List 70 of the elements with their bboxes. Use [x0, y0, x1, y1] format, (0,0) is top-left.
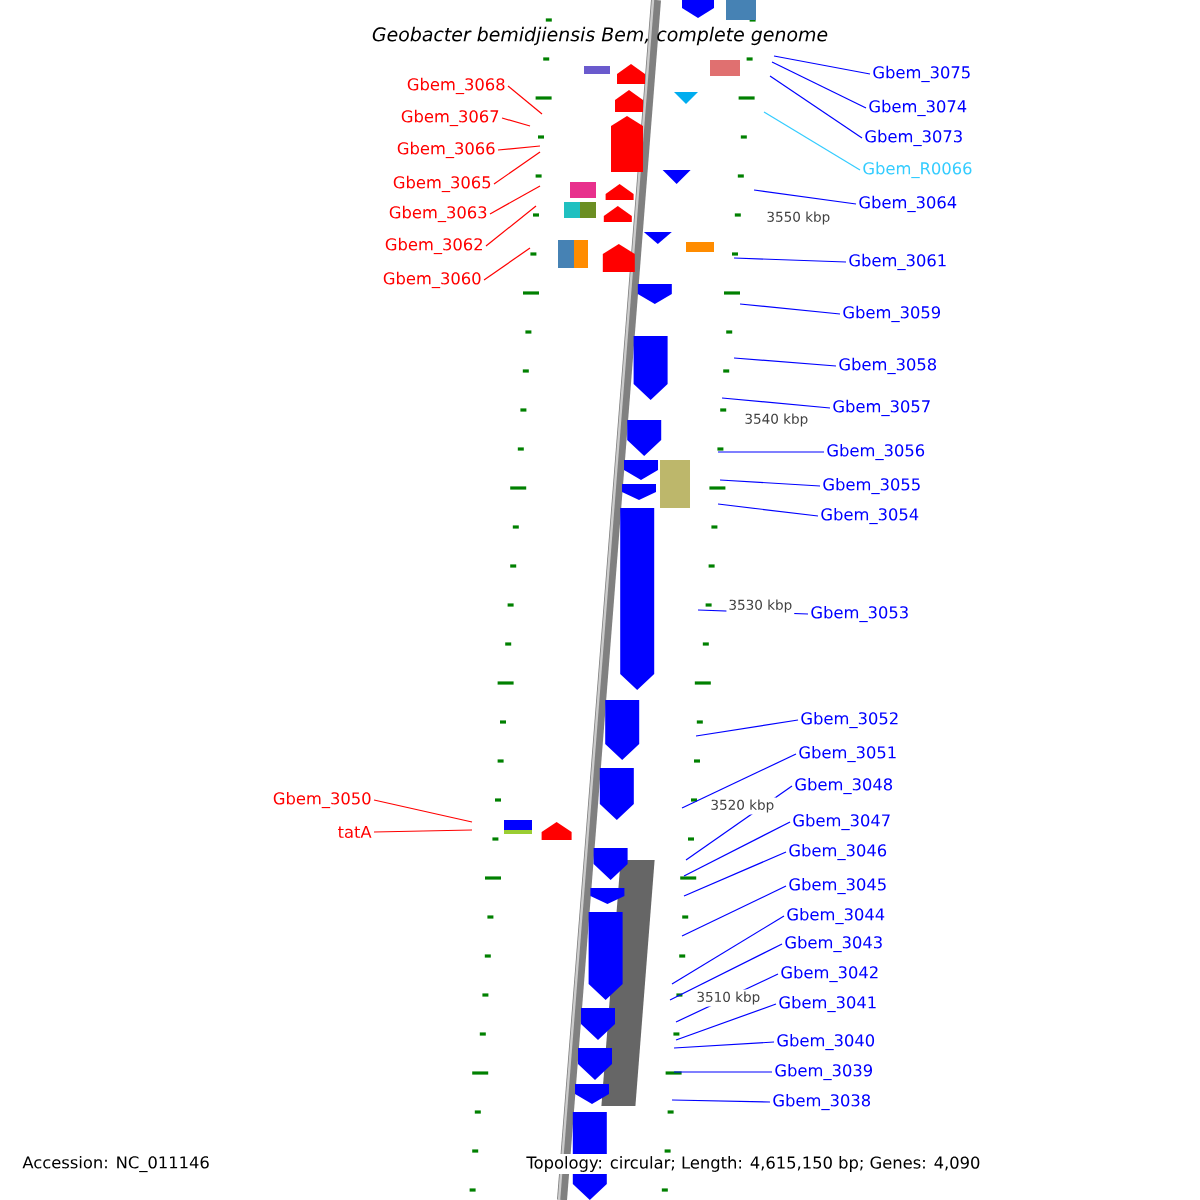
leader-line — [483, 247, 531, 281]
gene-label: Gbem_R0066 — [863, 161, 972, 179]
gene-label: Gbem_3048 — [795, 777, 893, 795]
info-text: Accession: NC_011146 — [20, 1153, 212, 1175]
gene-label: Gbem_3066 — [397, 141, 495, 159]
leader-line — [673, 1071, 773, 1073]
gene-label: Gbem_3061 — [849, 253, 946, 271]
gene-label: Gbem_3038 — [773, 1093, 871, 1111]
leader-line — [717, 503, 819, 517]
gene-label: Gbem_3075 — [873, 65, 970, 83]
leader-line — [373, 829, 473, 833]
leader-line — [675, 1003, 777, 1041]
gene-label: Gbem_3063 — [389, 205, 487, 223]
leader-line — [753, 189, 857, 205]
leader-line — [497, 145, 541, 151]
gene-label: Gbem_3047 — [793, 813, 890, 831]
gene-label: Gbem_3064 — [859, 195, 957, 213]
leader-line — [489, 185, 541, 215]
gene-label: Gbem_3050 — [273, 791, 371, 809]
leader-line — [739, 303, 841, 315]
gene-label: Gbem_3055 — [823, 477, 920, 495]
leader-line — [771, 61, 867, 109]
gene-label: Gbem_3073 — [865, 129, 962, 147]
gene-label: Gbem_3043 — [785, 935, 882, 953]
leader-line — [683, 851, 787, 897]
info-text: Topology: circular; Length: 4,615,150 bp; Genes: 4,090 — [524, 1154, 983, 1174]
leader-line — [717, 451, 825, 453]
leader-line — [501, 117, 531, 127]
gene-label: Gbem_3053 — [811, 605, 908, 623]
gene-label: Gbem_3057 — [833, 399, 930, 417]
gene-label: Gbem_3041 — [779, 995, 876, 1013]
gene-label: Gbem_3067 — [401, 109, 499, 127]
leader-line — [493, 151, 541, 185]
leader-line — [373, 799, 473, 823]
leader-line — [671, 915, 785, 985]
gene-label: Gbem_3068 — [407, 77, 505, 95]
gene-label: Gbem_3062 — [385, 237, 482, 255]
leader-line — [773, 55, 871, 75]
leader-line — [671, 1099, 771, 1103]
gene-label: Gbem_3060 — [383, 271, 481, 289]
gene-label: Gbem_3074 — [869, 99, 967, 117]
gene-label: Gbem_3059 — [843, 305, 940, 323]
title: Geobacter bemidjiensis Bem, complete genome — [372, 26, 828, 46]
leader-line — [695, 719, 799, 737]
gene-label: Gbem_3039 — [775, 1063, 872, 1081]
gene-label: Gbem_3046 — [789, 843, 887, 861]
gene-label: Gbem_3065 — [393, 175, 491, 193]
leader-line — [669, 943, 783, 1001]
gene-label: Gbem_3042 — [781, 965, 878, 983]
gene-label: Gbem_3044 — [787, 907, 885, 925]
gene-label: Gbem_3051 — [799, 745, 896, 763]
leader-line — [721, 397, 831, 409]
gene-label: tatA — [338, 825, 372, 839]
leader-line — [673, 1041, 775, 1049]
gene-label: Gbem_3052 — [801, 711, 898, 729]
gene-label: Gbem_3040 — [777, 1033, 875, 1051]
leader-line — [507, 85, 543, 115]
gene-label: Gbem_3045 — [789, 877, 886, 895]
leader-line — [719, 479, 821, 487]
gene-label: Gbem_3054 — [821, 507, 919, 525]
gene-label: Gbem_3056 — [827, 443, 925, 461]
leader-line — [763, 111, 861, 171]
leader-line — [733, 257, 847, 263]
leader-line — [769, 75, 863, 139]
leader-line — [683, 821, 791, 877]
leader-line — [681, 753, 797, 809]
gene-label: Gbem_3058 — [839, 357, 937, 375]
leader-line — [485, 205, 537, 247]
leader-line — [733, 357, 837, 367]
leader-line — [681, 885, 787, 937]
